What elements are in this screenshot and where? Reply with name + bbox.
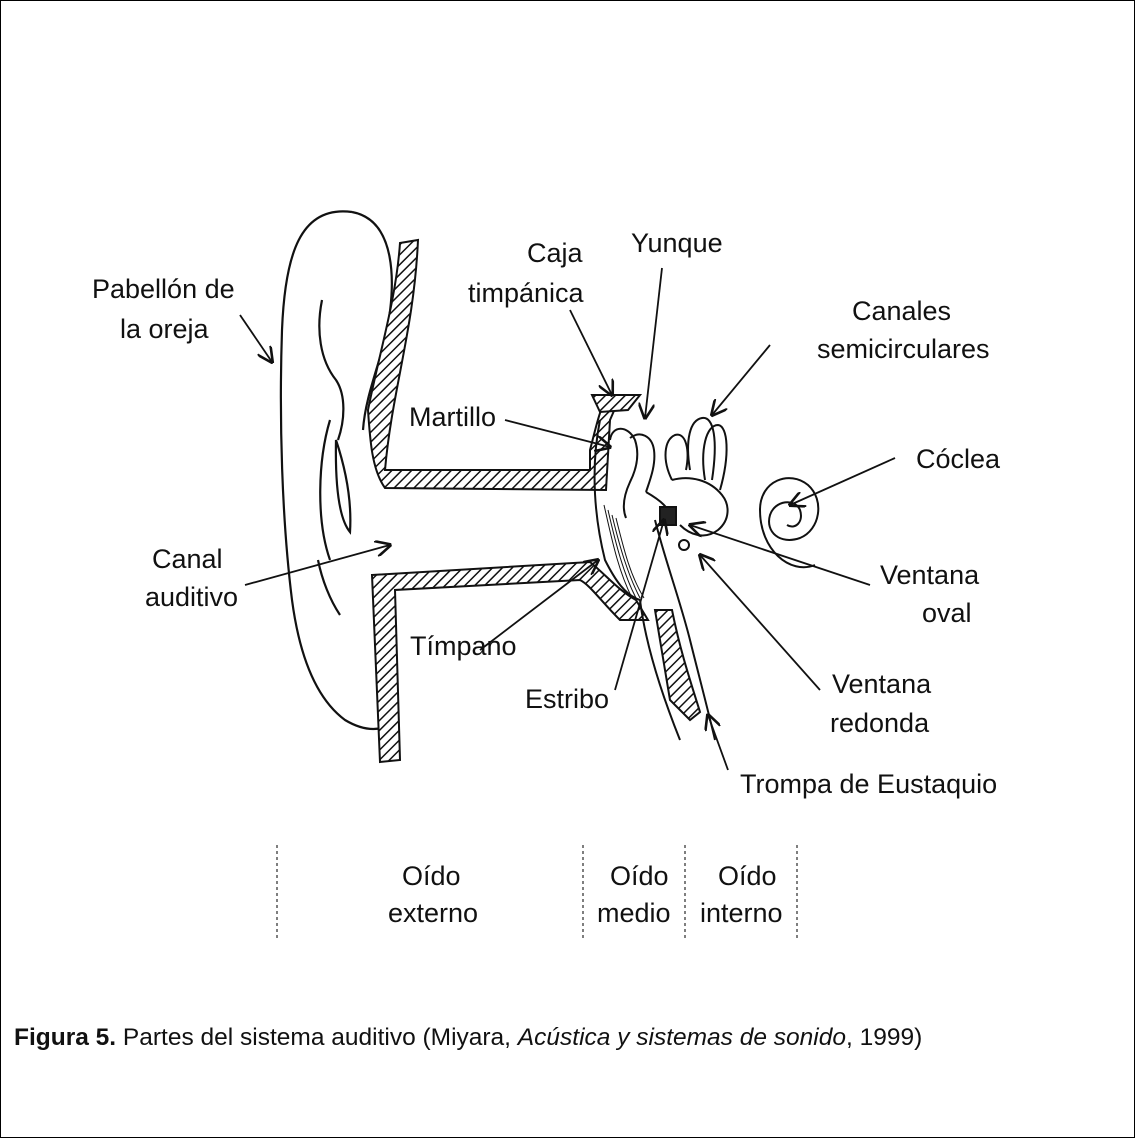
label-pabellon-line1: Pabellón de — [92, 274, 235, 304]
inner-ear — [666, 418, 819, 567]
section-externo-line2: externo — [388, 898, 478, 928]
caption-figure-number: Figura 5. — [14, 1024, 116, 1051]
label-estribo: Estribo — [525, 684, 609, 714]
label-timpano: Tímpano — [410, 631, 517, 661]
label-yunque: Yunque — [631, 228, 723, 258]
caption-tail: , 1999) — [846, 1024, 922, 1051]
section-medio-line2: medio — [597, 898, 671, 928]
label-martillo: Martillo — [409, 402, 496, 432]
label-ventana-oval-line1: Ventana — [880, 560, 980, 590]
caption-text: Partes del sistema auditivo (Miyara, — [116, 1024, 518, 1051]
label-ventana-oval-line2: oval — [922, 598, 972, 628]
caption-book-title: Acústica y sistemas de sonido — [518, 1024, 846, 1051]
section-externo-line1: Oído — [402, 861, 461, 891]
label-canales-line1: Canales — [852, 296, 951, 326]
label-canal-line2: auditivo — [145, 582, 238, 612]
section-medio-line1: Oído — [610, 861, 669, 891]
label-caja-line1: Caja — [527, 238, 584, 268]
label-trompa: Trompa de Eustaquio — [740, 769, 997, 799]
label-canales-line2: semicirculares — [817, 334, 990, 364]
label-ventana-redonda-line2: redonda — [830, 708, 930, 738]
figure-caption: Figura 5. Partes del sistema auditivo (M… — [14, 1016, 1124, 1060]
ear-diagram: Pabellón de la oreja Caja timpánica Yunq… — [0, 0, 1135, 1000]
middle-ear — [595, 420, 715, 740]
section-interno-line1: Oído — [718, 861, 777, 891]
label-canal-line1: Canal — [152, 544, 223, 574]
section-interno-line2: interno — [700, 898, 783, 928]
label-ventana-redonda-line1: Ventana — [832, 669, 932, 699]
label-caja-line2: timpánica — [468, 278, 585, 308]
label-coclea: Cóclea — [916, 444, 1001, 474]
label-pabellon-line2: la oreja — [120, 314, 210, 344]
